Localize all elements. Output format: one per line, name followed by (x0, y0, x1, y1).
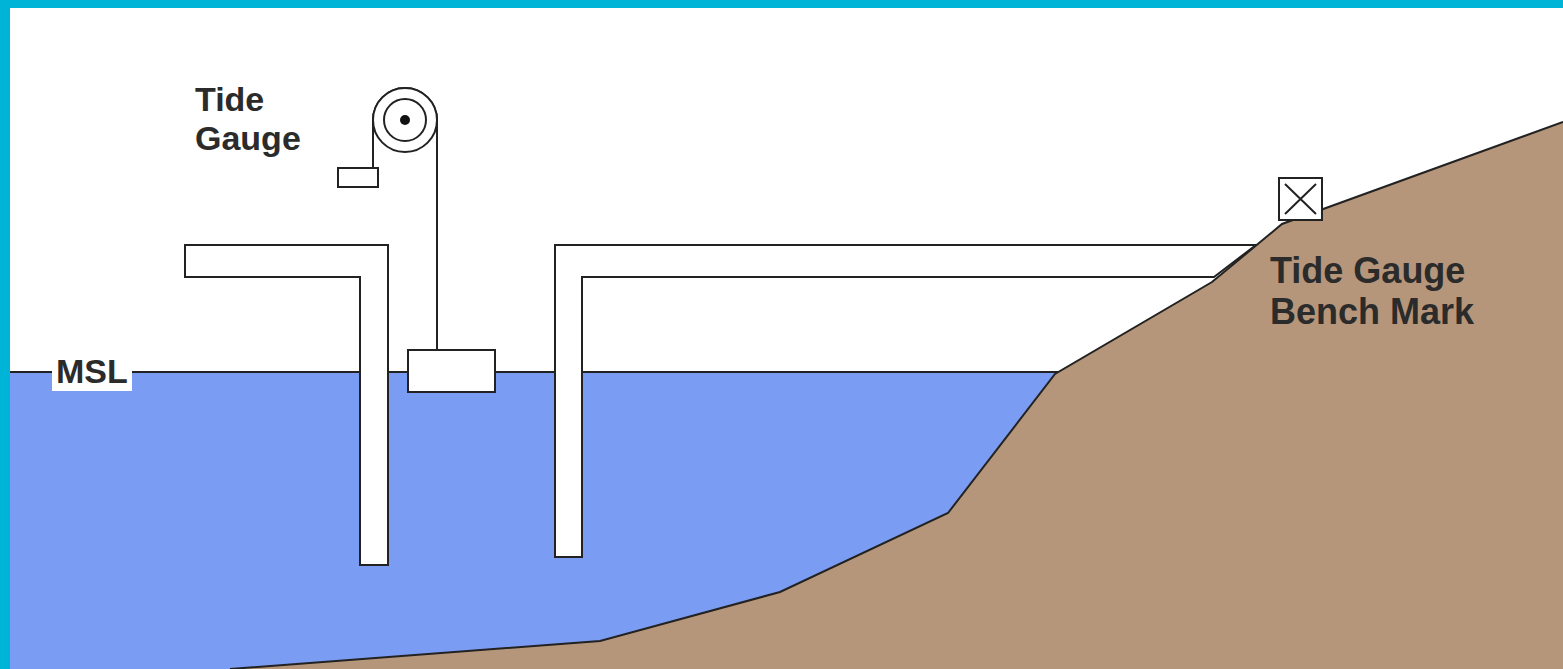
counterweight (338, 168, 378, 187)
float (408, 350, 495, 392)
msl-label: MSL (52, 352, 132, 391)
frame-top (0, 0, 1563, 8)
frame-left (0, 0, 10, 669)
float-wire (436, 120, 438, 350)
bench-mark-label: Tide Gauge Bench Mark (1270, 250, 1520, 333)
gauge-label: Tide Gauge (195, 80, 345, 158)
bench-mark-symbol (1279, 178, 1322, 220)
mean-sea-level-line (10, 371, 1058, 373)
shore-land (230, 122, 1563, 669)
land-surface (230, 122, 1563, 669)
gauge-axle (400, 115, 410, 125)
bench-mark-cross (1285, 184, 1316, 214)
gauge-drum (373, 88, 437, 152)
gauge-wire (373, 88, 450, 352)
pier-left (185, 245, 388, 565)
gauge-drum-inner (384, 99, 426, 141)
